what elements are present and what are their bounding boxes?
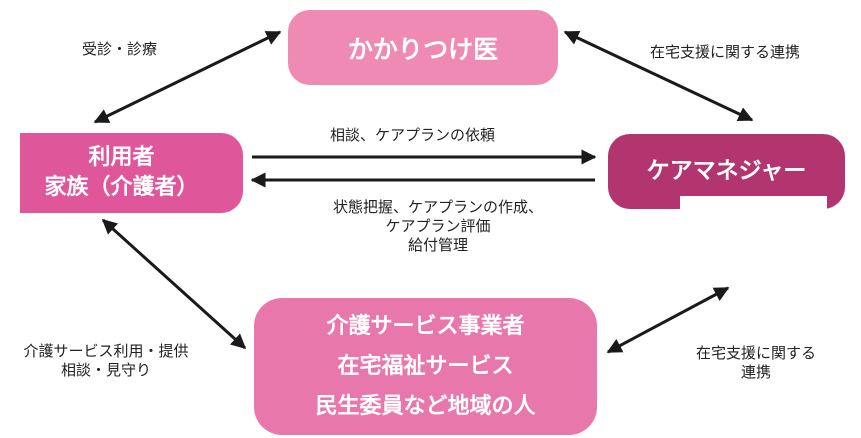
- node-doctor: かかりつけ医: [288, 10, 558, 85]
- edge-label-caremanager-to-user: 状態把握、ケアプランの作成、 ケアプラン評価 給付管理: [332, 198, 543, 254]
- arrow-user-doctor: [93, 30, 282, 124]
- node-doctor-label: かかりつけ医: [347, 34, 499, 64]
- node-services-line-3: 民生委員など地域の人: [315, 393, 536, 419]
- edge-label-user-services: 介護サービス利用・提供 相談・見守り: [23, 342, 189, 379]
- white-patch-left: [0, 133, 20, 293]
- arrow-caremanager-services: [606, 286, 730, 354]
- node-user: 利用者 家族（介護者）: [0, 133, 243, 213]
- node-services-line-1: 介護サービス事業者: [326, 313, 525, 339]
- node-services: 介護サービス事業者 在宅福祉サービス 民生委員など地域の人: [254, 298, 597, 435]
- node-services-line-2: 在宅福祉サービス: [337, 353, 514, 379]
- node-user-line-1: 利用者: [88, 145, 155, 170]
- node-user-line-2: 家族（介護者）: [44, 175, 199, 200]
- arrow-doctor-caremanager: [563, 30, 754, 122]
- edge-label-user-to-caremanager: 相談、ケアプランの依頼: [330, 126, 496, 144]
- arrow-user-services: [101, 218, 247, 350]
- node-care-manager-label: ケアマネジャー: [646, 157, 807, 184]
- white-patch-right: [680, 196, 827, 284]
- edge-label-doctor-caremanager: 在宅支援に関する連携: [650, 43, 801, 61]
- edge-label-caremanager-services: 在宅支援に関する 連携: [695, 344, 816, 381]
- edge-label-user-doctor: 受診・診療: [82, 40, 158, 58]
